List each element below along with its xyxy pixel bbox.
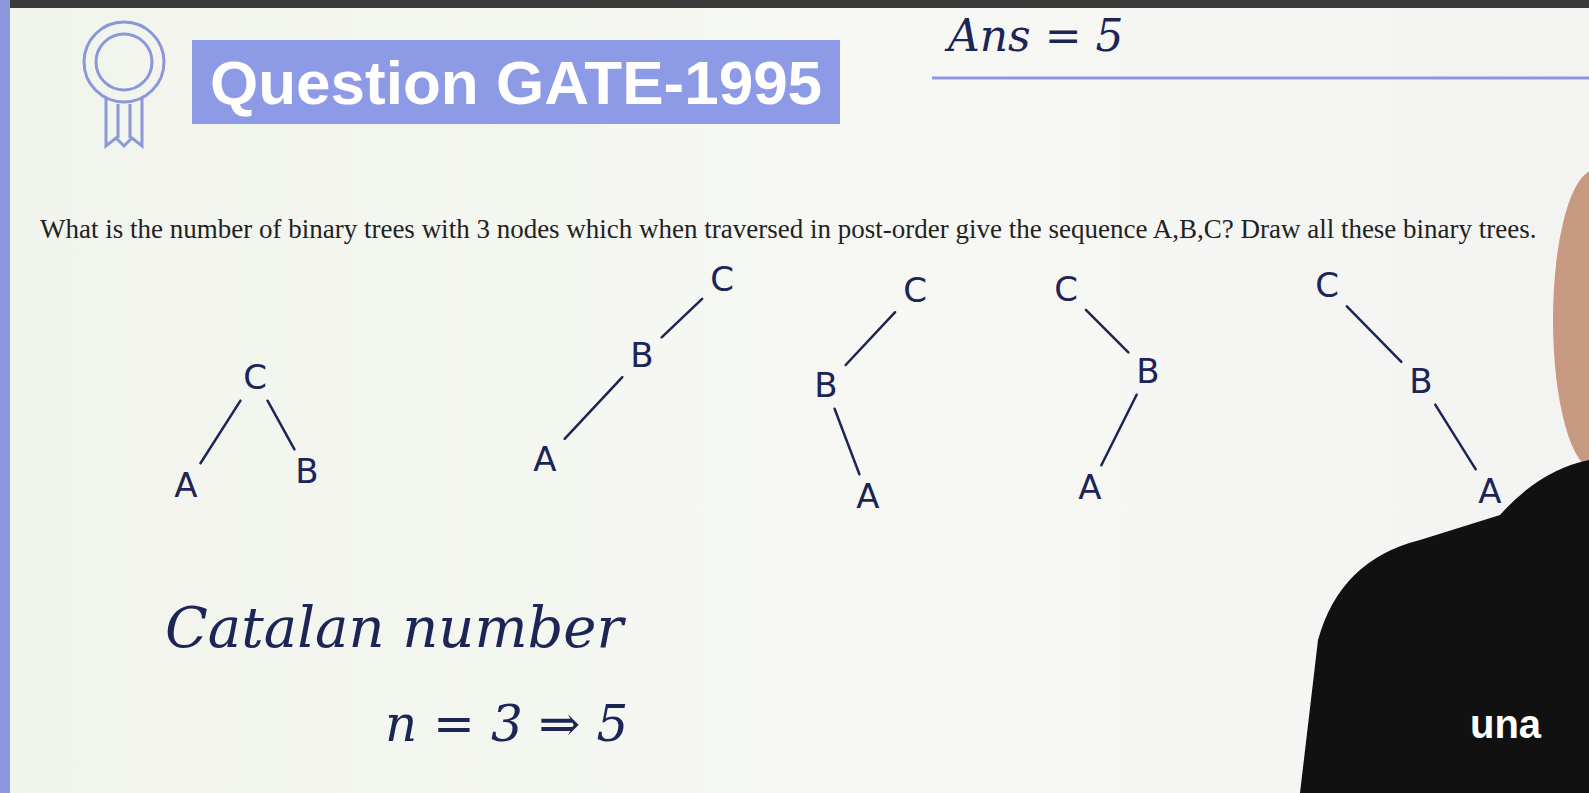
tree-edge bbox=[1347, 306, 1401, 362]
node-letter: B bbox=[630, 337, 653, 374]
node-letter: C bbox=[710, 261, 734, 298]
tree-node: A bbox=[1472, 471, 1507, 512]
node-letter: B bbox=[1409, 363, 1432, 400]
logo-text: una bbox=[1470, 702, 1541, 747]
question-text: What is the number of binary trees with … bbox=[40, 208, 1545, 250]
tree-edge bbox=[1101, 395, 1136, 466]
tree-edge bbox=[1435, 405, 1476, 470]
node-letter: C bbox=[1315, 267, 1339, 304]
node-letter: B bbox=[295, 453, 318, 490]
ribbon-icon bbox=[84, 22, 164, 146]
tree-edge bbox=[268, 401, 295, 450]
tree-node: A bbox=[850, 476, 885, 517]
tree-node: A bbox=[1072, 467, 1107, 508]
tree-node: C bbox=[1309, 265, 1345, 306]
tree-node: C bbox=[704, 259, 740, 300]
tree-node: C bbox=[1048, 269, 1084, 310]
node-letter: C bbox=[903, 272, 927, 309]
tree-edge bbox=[846, 312, 895, 365]
node-letter: A bbox=[1478, 473, 1501, 510]
title-banner: Question GATE-1995 bbox=[192, 40, 840, 124]
tree-edge bbox=[662, 299, 702, 337]
tree-edge bbox=[1086, 310, 1128, 352]
tree-node: A bbox=[168, 465, 203, 506]
node-letter: A bbox=[533, 441, 556, 478]
tree-edge bbox=[200, 401, 240, 464]
tree-node: A bbox=[527, 439, 562, 480]
video-bar bbox=[0, 0, 1589, 8]
node-letter: A bbox=[1078, 469, 1101, 506]
tree-node: B bbox=[1130, 351, 1165, 392]
tree-node: C bbox=[897, 270, 933, 311]
answer-note: Ans = 5 bbox=[948, 10, 1124, 61]
tree-node: B bbox=[289, 451, 324, 492]
tree-edge bbox=[835, 409, 860, 475]
slide-title: Question GATE-1995 bbox=[210, 47, 822, 118]
formula-note: n = 3 ⇒ 5 bbox=[385, 695, 628, 753]
tree-node: B bbox=[1403, 361, 1438, 402]
node-letter: A bbox=[174, 467, 197, 504]
node-letter: B bbox=[814, 367, 837, 404]
tree-node: B bbox=[808, 365, 843, 406]
side-bar bbox=[0, 0, 10, 793]
tree-node: C bbox=[237, 357, 273, 398]
tree-node: B bbox=[624, 335, 659, 376]
node-letter: A bbox=[856, 478, 879, 515]
node-letter: C bbox=[1054, 271, 1078, 308]
catalan-note: Catalan number bbox=[165, 595, 623, 660]
header-rule bbox=[932, 77, 1589, 80]
node-letter: B bbox=[1136, 353, 1159, 390]
node-letter: C bbox=[243, 359, 267, 396]
presenter-figure bbox=[1300, 170, 1589, 793]
tree-edge bbox=[565, 377, 623, 439]
